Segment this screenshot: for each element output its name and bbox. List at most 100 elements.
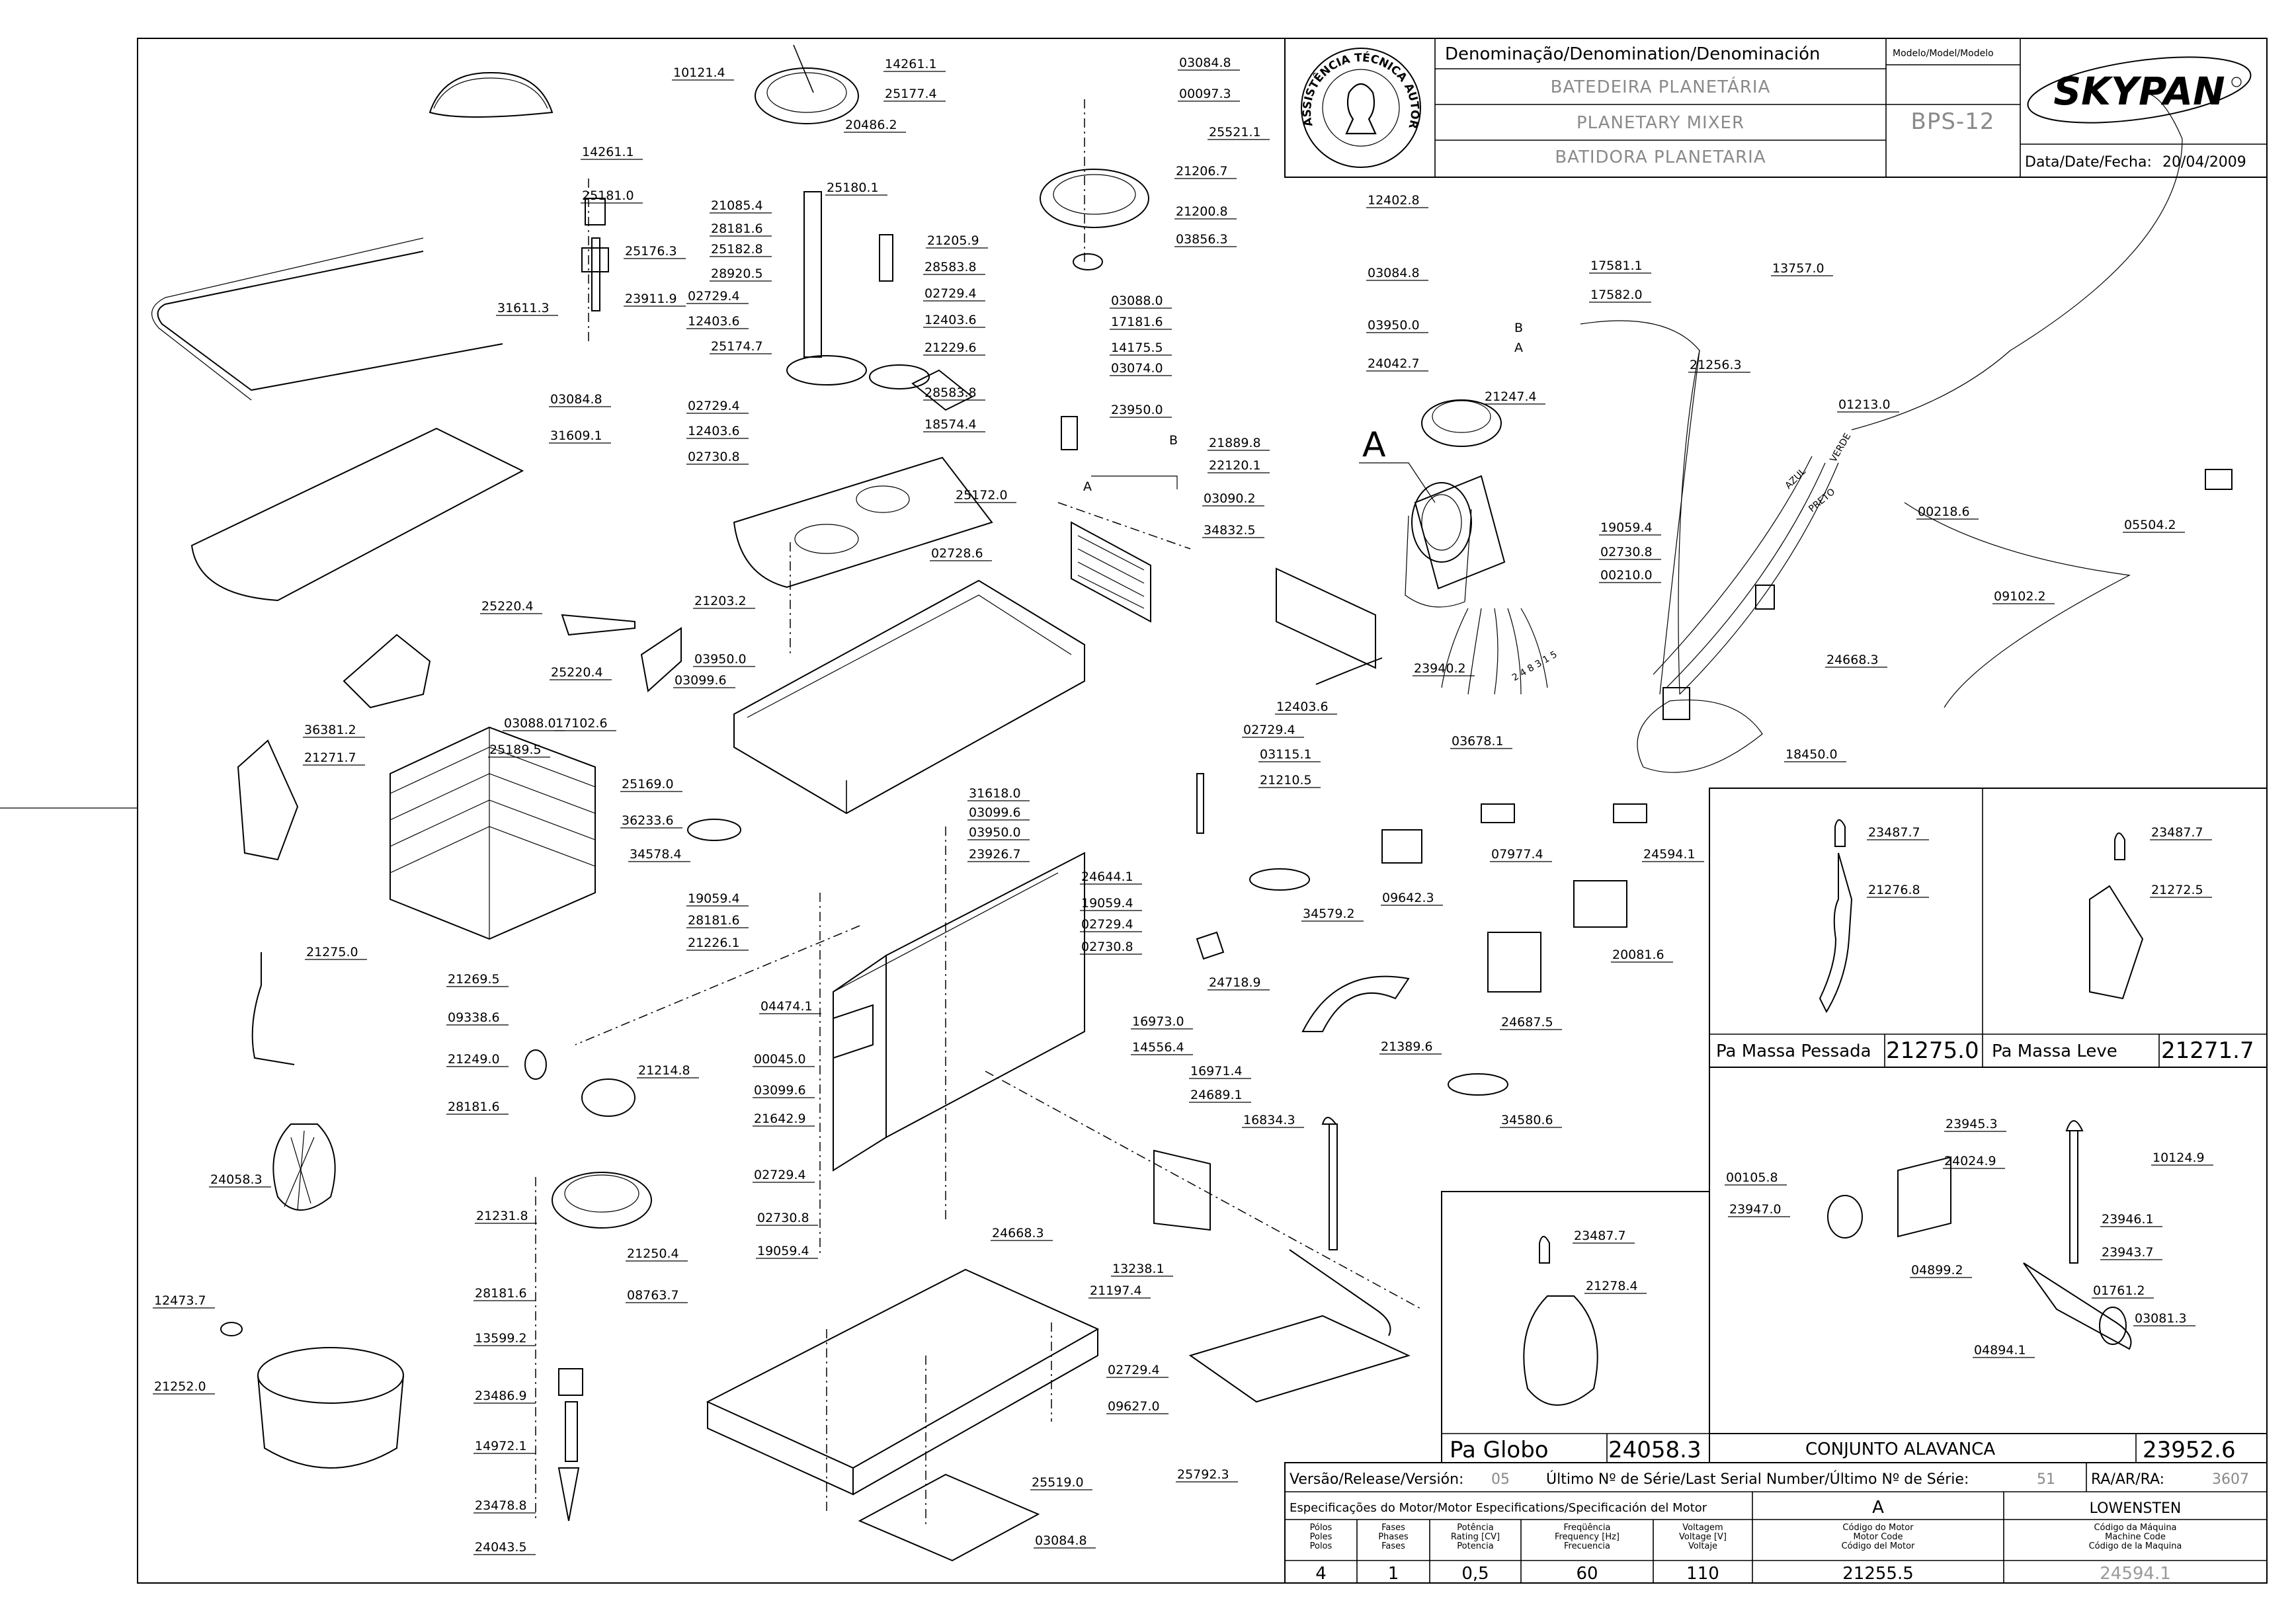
- callout: 21206.7: [1174, 164, 1237, 179]
- callout-label: 14556.4: [1132, 1040, 1184, 1055]
- callout-label: 03856.3: [1176, 232, 1228, 247]
- callout: 02730.8: [756, 1211, 818, 1226]
- callout: 12403.6: [686, 424, 749, 439]
- inset-part-label: 21278.4: [1586, 1279, 1638, 1293]
- callout: 25174.7: [710, 339, 772, 354]
- callout: 20081.6: [1611, 948, 1673, 963]
- inset-part-label: 23487.7: [1574, 1229, 1626, 1243]
- callout-label: 02729.4: [924, 286, 977, 301]
- callout: 03088.0: [1110, 294, 1172, 309]
- callout-label: 21085.4: [711, 198, 763, 213]
- callout-label: 34832.5: [1204, 523, 1256, 538]
- spec-column-value: 24594.1: [2100, 1564, 2171, 1584]
- callout: 36381.2: [303, 723, 365, 738]
- callout-label: 28181.6: [688, 913, 740, 928]
- callout: 16834.3: [1242, 1113, 1304, 1128]
- callout: 24668.3: [991, 1226, 1053, 1241]
- motor-letter: A: [1872, 1498, 1884, 1518]
- callout: 13238.1: [1111, 1262, 1173, 1277]
- callout-label: 12473.7: [154, 1293, 206, 1308]
- inset-part-label: 23943.7: [2102, 1245, 2154, 1260]
- spec-column-label: Voltage [V]: [1679, 1532, 1727, 1542]
- spec-column-label: Rating [CV]: [1451, 1532, 1500, 1542]
- callout: 25181.0: [581, 188, 643, 204]
- callout: 21389.6: [1379, 1039, 1442, 1055]
- callout-label: 02728.6: [931, 546, 983, 561]
- callout: 28181.6: [446, 1100, 509, 1115]
- inset-hook-part: [1819, 852, 1853, 1014]
- motor-wires: [1441, 608, 1548, 695]
- title-block: Denominação/Denomination/Denominación Mo…: [0, 0, 2268, 178]
- callout: 02729.4: [686, 399, 749, 414]
- bowl-guard-cage-part: [390, 726, 596, 940]
- callout-label: 17582.0: [1590, 288, 1643, 302]
- callout-label: 20486.2: [845, 118, 897, 132]
- callout-label: 24594.1: [1643, 847, 1696, 862]
- callout: 19059.4: [756, 1244, 818, 1259]
- wire-label-black: PRETO: [1807, 487, 1837, 514]
- wire-label-b: B: [1514, 321, 1523, 335]
- callout: 25792.3: [1176, 1467, 1238, 1482]
- callout-label: 28181.6: [711, 222, 763, 236]
- callout: 21231.8: [475, 1209, 537, 1224]
- spec-column-label: Frecuencia: [1564, 1541, 1610, 1551]
- callout-label: 12403.6: [688, 424, 740, 438]
- callout-label: 21206.7: [1176, 164, 1228, 179]
- callout: 02729.4: [753, 1168, 815, 1183]
- callout-label: 03088.0: [504, 716, 556, 731]
- callout-label: 24644.1: [1081, 870, 1133, 884]
- callout: 00045.0: [753, 1052, 815, 1067]
- guard-rail-part: [157, 251, 503, 391]
- callout: 24689.1: [1189, 1088, 1251, 1103]
- callout: 21256.3: [1688, 358, 1750, 373]
- callout-label: 16973.0: [1132, 1014, 1184, 1029]
- callout: 07977.4: [1490, 847, 1552, 862]
- callout-label: 34579.2: [1303, 907, 1355, 921]
- name-es: BATIDORA PLANETARIA: [1555, 147, 1766, 167]
- inset-part-label: 03081.3: [2135, 1311, 2187, 1326]
- callout-label: 03074.0: [1111, 361, 1163, 376]
- callout: 08763.7: [626, 1288, 688, 1303]
- spec-column-label: Código de la Maquina: [2089, 1541, 2182, 1551]
- callout-label: 12402.8: [1368, 193, 1420, 208]
- callout-label: 14261.1: [885, 57, 937, 71]
- callout-label: 02729.4: [1108, 1363, 1160, 1377]
- callout-label: 02730.8: [688, 450, 740, 464]
- callout-label: 16834.3: [1243, 1113, 1295, 1127]
- callout-label: 02729.4: [688, 399, 740, 413]
- top-plate-part: [733, 456, 993, 589]
- callout-label: 08763.7: [627, 1288, 679, 1303]
- callout: 24042.7: [1366, 356, 1428, 372]
- callout-label: 03950.0: [694, 652, 747, 667]
- callout: 21197.4: [1088, 1283, 1151, 1299]
- motor-spec-columns: PólosPolesPolos4FasesPhasesFases1Potênci…: [1310, 1523, 2182, 1584]
- guard-bracket-part: [343, 633, 431, 709]
- callout: 18450.0: [1784, 747, 1846, 762]
- lift-rod-part: [1196, 773, 1204, 834]
- callout: 23950.0: [1110, 403, 1172, 418]
- callout: 16973.0: [1131, 1014, 1193, 1030]
- spec-column-label: Machine Code: [2105, 1532, 2166, 1542]
- callout: 02728.6: [930, 546, 992, 561]
- callout: 24644.1: [1080, 870, 1142, 885]
- callout: 03099.6: [673, 673, 735, 688]
- callout: 02729.4: [1242, 723, 1304, 738]
- callout-label: 14972.1: [475, 1439, 527, 1453]
- service-seal: ASSISTÊNCIA TÉCNICA AUTORIZADA: [0, 0, 1421, 168]
- bowl-part: [220, 1322, 404, 1469]
- callout: 21210.5: [1258, 773, 1321, 788]
- callout: 25189.5: [488, 743, 550, 758]
- label-sticker-24687: [1487, 932, 1541, 993]
- callout-label: 21271.7: [304, 751, 356, 765]
- inset-part-label: 23487.7: [1868, 825, 1920, 840]
- callout-label: 21203.2: [694, 594, 747, 608]
- plug-part: [2205, 469, 2233, 490]
- lever-plate-part: [1153, 1149, 1211, 1231]
- callout: 03084.8: [1034, 1533, 1096, 1549]
- callout: 14261.1: [581, 145, 643, 160]
- whisk-part: [272, 1123, 336, 1211]
- callout: 21085.4: [710, 198, 772, 214]
- spec-column-label: Voltagem: [1682, 1523, 1723, 1533]
- callout-label: 24687.5: [1501, 1015, 1553, 1030]
- callout-label: 23940.2: [1414, 661, 1466, 676]
